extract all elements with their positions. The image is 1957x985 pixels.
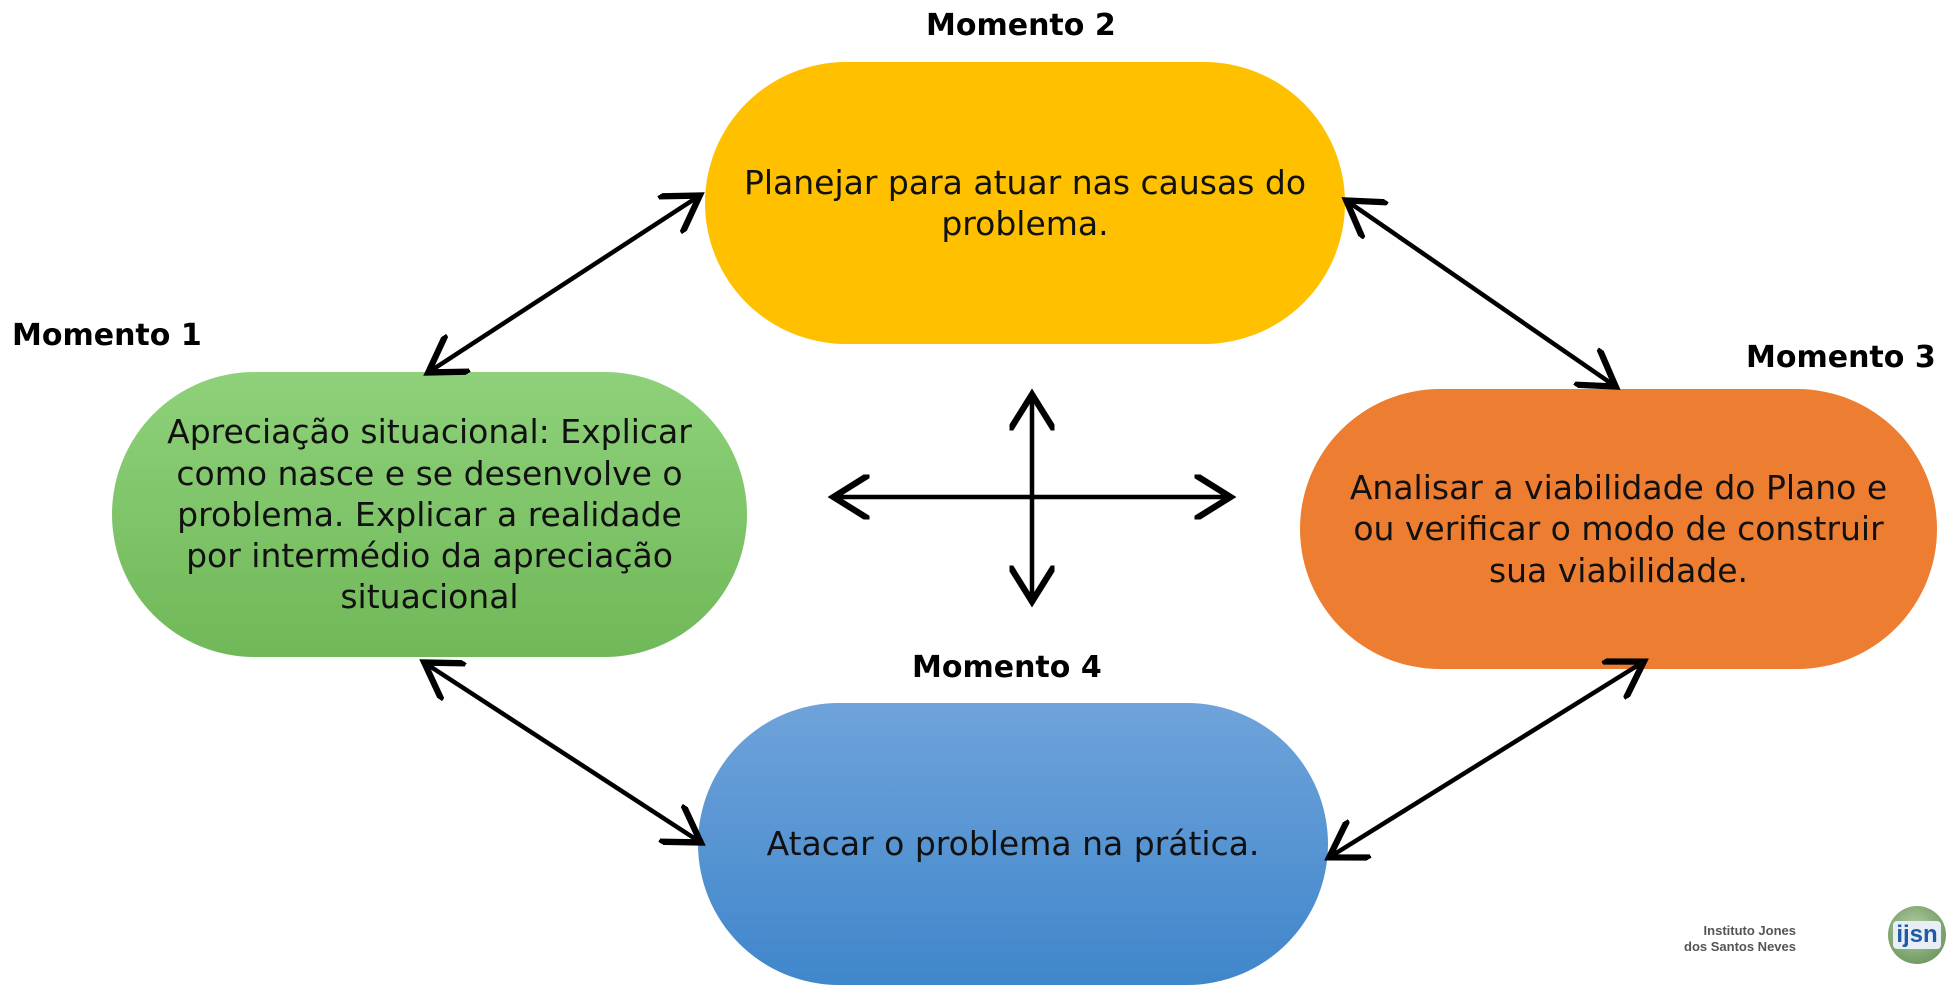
moment-4-line: Atacar o problema na prática. [766,824,1260,864]
logo-text-line: Instituto Jones [1703,923,1796,938]
moment-3-line: ou verificar o modo de construir [1353,509,1884,549]
moment-3-text: Analisar a viabilidade do Plano e ou ver… [1350,467,1887,591]
moment-1-label: Momento 1 [12,318,202,353]
moment-1-line: Apreciação situacional: Explicar [167,412,692,452]
moment-3-box: Analisar a viabilidade do Plano e ou ver… [1300,389,1937,669]
moment-1-line: como nasce e se desenvolve o [176,453,683,493]
moment-3-line: Analisar a viabilidade do Plano e [1349,468,1888,508]
moment-4-box: Atacar o problema na prática. [698,703,1328,985]
logo-badge-text: ijsn [1893,921,1941,949]
moment-2-label: Momento 2 [926,8,1116,43]
moment-3-label: Momento 3 [1746,340,1936,375]
logo-text-line: dos Santos Neves [1684,939,1796,954]
moment-1-text: Apreciação situacional: Explicar como na… [167,411,692,617]
logo-badge: ijsn [1888,906,1946,964]
moment-2-line: Planejar para atuar nas causas do [743,162,1307,202]
arrow-m1-m2 [432,198,696,370]
moment-2-line: problema. [941,204,1109,243]
arrow-m2-m3 [1350,203,1612,384]
moment-4-text: Atacar o problema na prática. [767,823,1260,864]
arrow-m1-m4 [428,665,697,840]
moment-2-box: Planejar para atuar nas causas do proble… [705,62,1345,344]
moment-1-line: situacional [340,577,519,617]
moment-1-box: Apreciação situacional: Explicar como na… [112,372,747,657]
moment-3-line: sua viabilidade. [1488,550,1749,590]
logo-text: Instituto Jones dos Santos Neves [1684,923,1796,955]
moment-4-label: Momento 4 [912,650,1102,685]
moment-1-line: problema. Explicar a realidade [177,494,682,534]
moment-1-line: por intermédio da apreciação [186,536,673,576]
moment-2-text: Planejar para atuar nas causas do proble… [744,162,1306,245]
arrow-m3-m4 [1333,664,1640,855]
